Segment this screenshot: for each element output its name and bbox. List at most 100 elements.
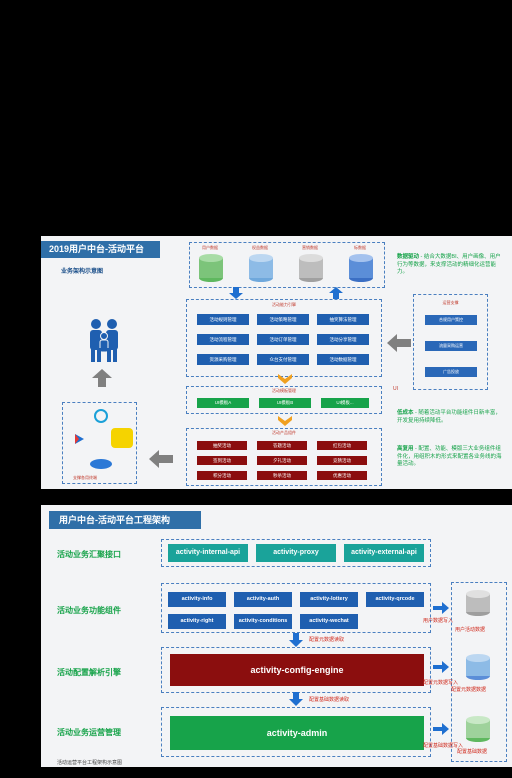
template-box: 活动模板管理 UI模板A UI模板B UI模板... — [186, 386, 382, 414]
api-module: activity-proxy — [256, 544, 336, 562]
database-icon — [466, 654, 490, 680]
data-sources-box: 用户数据 权益数据 营销数据 标数据 — [189, 242, 385, 288]
app-logo-icon — [94, 409, 108, 423]
db-label: 配置元数据数据 — [451, 687, 487, 693]
database-icon — [349, 254, 373, 282]
slide2-title: 用户中台-活动平台工程架构 — [49, 511, 201, 529]
engine-module: 活动分享管理 — [317, 334, 369, 345]
arrow-note: 配置元数据读取 — [309, 637, 345, 643]
data-source-label: 营销数据 — [302, 245, 318, 250]
product-component: 优惠活动 — [317, 471, 367, 480]
engine-module: 抽奖算法管理 — [317, 314, 369, 325]
video-app-icon — [75, 434, 84, 444]
chevron-down-icon — [278, 374, 292, 384]
up-arrow-icon — [329, 287, 343, 299]
engine-module: 活动策略管理 — [257, 314, 309, 325]
product-component: 夕礼活动 — [257, 456, 307, 465]
ui-tag: UI — [393, 386, 398, 392]
component-module: activity-qrcode — [366, 592, 424, 607]
write-note: 配置元数据写入 — [423, 680, 459, 686]
product-component: 秒杀活动 — [257, 471, 307, 480]
admin-row-box: activity-admin — [161, 707, 431, 757]
support-item: 合规用户策控 — [425, 315, 477, 325]
kids-app-icon — [111, 428, 133, 448]
ui-template: UI模板B — [259, 398, 311, 408]
database-icon — [466, 716, 490, 742]
slide1-subtitle: 业务架构示意图 — [61, 269, 104, 275]
component-module: activity-right — [168, 614, 226, 629]
left-arrow-icon — [387, 334, 411, 352]
engine-module: 活动订单管理 — [257, 334, 309, 345]
down-arrow-icon — [289, 633, 303, 647]
component-module: activity-lottery — [300, 592, 358, 607]
template-title: 活动模板管理 — [272, 388, 296, 393]
engineering-architecture-slide: 用户中台-活动平台工程架构 活动业务汇聚接口 活动业务功能组件 活动配置解析引擎… — [41, 505, 512, 767]
engine-module: 活动规则管理 — [197, 314, 249, 325]
component-module: activity-wechat — [300, 614, 358, 629]
product-box: 活动产品组件 抽奖活动 答题活动 红包活动 签到活动 夕礼活动 竞猜活动 积分活… — [186, 428, 382, 486]
note-high-reuse: 高复用 - 配置、功能、模版三大业务组件组件化，用组积木的形式来配置各业务线的海… — [397, 446, 502, 467]
down-arrow-icon — [229, 287, 243, 299]
product-component: 红包活动 — [317, 441, 367, 450]
engine-module: 资源采购管理 — [197, 354, 249, 365]
db-label: 配置基础数据 — [457, 749, 488, 755]
engine-module: 活动流程管理 — [197, 334, 249, 345]
business-architecture-slide: 2019用户中台-活动平台 业务架构示意图 支撑各用终端 用户数据 权益数据 营… — [41, 236, 512, 489]
whale-app-icon — [90, 459, 112, 469]
product-component: 积分活动 — [197, 471, 247, 480]
engine-row-box: activity-config-engine — [161, 647, 431, 693]
product-component: 答题活动 — [257, 441, 307, 450]
data-source-label: 权益数据 — [252, 245, 268, 250]
database-column — [451, 582, 507, 762]
row-label-api: 活动业务汇聚接口 — [57, 550, 121, 559]
row-label-admin: 活动业务运营管理 — [57, 728, 121, 737]
ui-template: UI模板... — [321, 398, 369, 408]
product-component: 抽奖活动 — [197, 441, 247, 450]
admin-module: activity-admin — [170, 716, 424, 750]
components-box: activity-info activity-auth activity-lot… — [161, 583, 431, 633]
down-arrow-icon — [289, 692, 303, 706]
api-box: activity-internal-api activity-proxy act… — [161, 539, 431, 567]
chevron-down-icon — [278, 416, 292, 426]
arrow-note: 配置基础数据读取 — [309, 697, 350, 703]
users-icon — [90, 319, 118, 362]
config-engine-module: activity-config-engine — [170, 654, 424, 686]
component-module: activity-auth — [234, 592, 292, 607]
right-arrow-icon — [433, 602, 449, 614]
slide1-title: 2019用户中台-活动平台 — [41, 241, 160, 258]
engine-title: 活动能力引擎 — [272, 302, 296, 307]
component-module: activity-info — [168, 592, 226, 607]
engine-module: 活动数据管理 — [317, 354, 369, 365]
database-icon — [466, 590, 490, 616]
ui-template: UI模板A — [197, 398, 249, 408]
right-arrow-icon — [433, 723, 449, 735]
left-arrow-icon — [149, 450, 173, 468]
write-note: 配置基础数据写入 — [423, 743, 464, 749]
component-module: activity-conditions — [234, 614, 292, 629]
slide2-caption: 活动运营平台工程架构示意图 — [57, 760, 123, 766]
right-arrow-icon — [433, 661, 449, 673]
data-source-label: 标数据 — [354, 245, 366, 250]
app-terminals-label: 支撑各用终端 — [73, 475, 97, 480]
support-title: 运营支撑 — [442, 300, 459, 305]
note-data-driven: 数据驱动 - 结合大数据BI、用户画像、用户行为等数据，来支撑活动的精细化运营能… — [397, 254, 501, 275]
support-box: 运营支撑 合规用户策控 流量采购运营 广告投放 — [413, 294, 488, 390]
note-low-cost: 低成本 - 随着活动平台功能组件日新丰富，开发复用持续降低。 — [397, 410, 501, 424]
api-module: activity-internal-api — [168, 544, 248, 562]
database-icon — [299, 254, 323, 282]
engine-box: 活动能力引擎 活动规则管理 活动策略管理 抽奖算法管理 活动流程管理 活动订单管… — [186, 299, 382, 377]
api-module: activity-external-api — [344, 544, 424, 562]
up-arrow-icon — [92, 369, 112, 387]
db-label: 用户活动数据 — [455, 627, 486, 633]
row-label-components: 活动业务功能组件 — [57, 606, 121, 615]
data-source-label: 用户数据 — [202, 245, 218, 250]
product-component: 竞猜活动 — [317, 456, 367, 465]
support-item: 流量采购运营 — [425, 341, 477, 351]
app-terminals-box: 支撑各用终端 — [62, 402, 137, 484]
product-component: 签到活动 — [197, 456, 247, 465]
database-icon — [249, 254, 273, 282]
row-label-engine: 活动配置解析引擎 — [57, 668, 121, 677]
product-title: 活动产品组件 — [272, 430, 296, 435]
support-item: 广告投放 — [425, 367, 477, 377]
engine-module: 众台支付管理 — [257, 354, 309, 365]
